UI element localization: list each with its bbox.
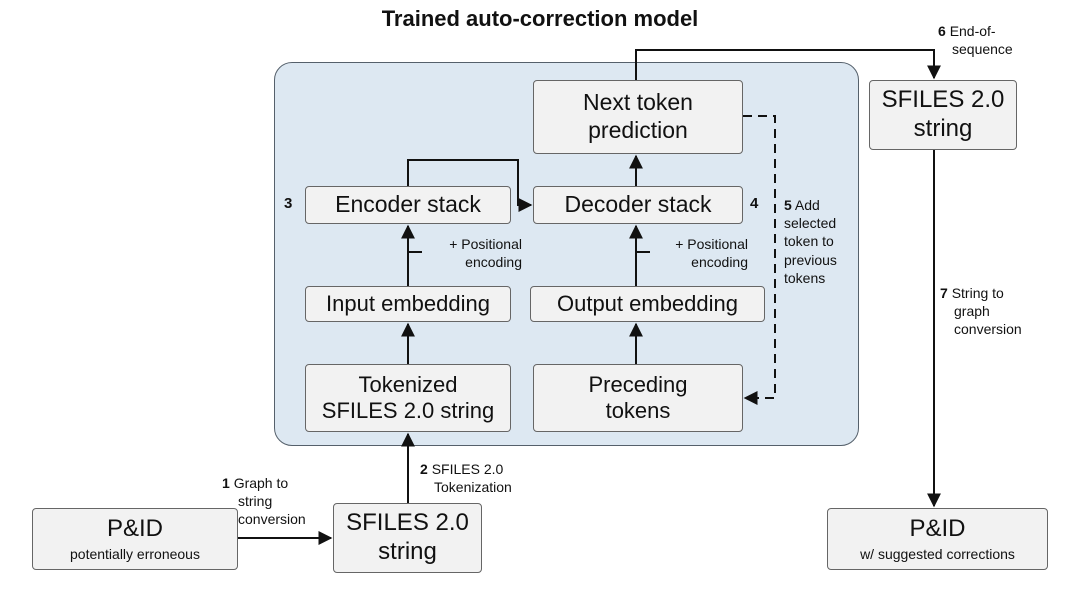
pid-erroneous-box: P&ID potentially erroneous <box>32 508 238 570</box>
sfiles-bottom-line1: SFILES 2.0 <box>346 509 469 537</box>
preceding-line1: Preceding <box>588 371 688 397</box>
sfiles-bottom-line2: string <box>378 538 437 565</box>
decoder-stack-box: Decoder stack <box>533 186 743 224</box>
step-6-label: 6 End-of- sequence <box>938 22 1013 58</box>
output-embedding-label: Output embedding <box>556 290 739 316</box>
positional-encoding-encoder-label: + Positional encoding <box>426 235 522 271</box>
preceding-line2: tokens <box>605 398 671 423</box>
step-5-label: 5 Add selected token to previous tokens <box>784 196 837 287</box>
step-5-line3: token to <box>784 233 834 250</box>
step-4-number: 4 <box>750 195 759 212</box>
pid-corrected-box: P&ID w/ suggested corrections <box>827 508 1048 570</box>
preceding-tokens-box: Preceding tokens <box>533 364 743 432</box>
positional-decoder-line2: encoding <box>691 254 748 271</box>
sfiles-top-line2: string <box>913 115 973 142</box>
positional-encoding-decoder-label: + Positional encoding <box>652 235 748 271</box>
tokenized-line2: SFILES 2.0 string <box>321 398 495 423</box>
step-7-number: 7 <box>940 285 948 301</box>
input-embedding-label: Input embedding <box>326 290 490 316</box>
pid-left-sub: potentially erroneous <box>70 546 200 562</box>
pid-left-main: P&ID <box>106 515 163 543</box>
step-6-line1: End-of- <box>949 23 996 39</box>
positional-encoder-line2: encoding <box>465 254 522 271</box>
next-token-line2: prediction <box>588 117 688 143</box>
input-embedding-box: Input embedding <box>305 286 511 322</box>
arrow-feedback-selected-token <box>743 115 776 405</box>
step-5-line4: previous <box>784 251 837 268</box>
pid-right-main: P&ID <box>909 515 966 543</box>
positional-decoder-line1: + Positional <box>675 236 748 252</box>
step-1-label: 1 Graph to string conversion <box>222 474 306 529</box>
output-embedding-box: Output embedding <box>530 286 765 322</box>
step-5-line1: Add <box>794 197 820 213</box>
encoder-stack-box: Encoder stack <box>305 186 511 224</box>
tokenized-line1: Tokenized <box>358 371 458 397</box>
step-2-number: 2 <box>420 461 428 477</box>
sfiles-string-output-box: SFILES 2.0 string <box>869 80 1017 150</box>
sfiles-string-input-box: SFILES 2.0 string <box>333 503 482 573</box>
step-1-line3: conversion <box>238 511 306 528</box>
step-5-number: 5 <box>784 197 792 213</box>
tokenized-sfiles-box: Tokenized SFILES 2.0 string <box>305 364 511 432</box>
next-token-prediction-box: Next token prediction <box>533 80 743 154</box>
positional-encoder-line1: + Positional <box>449 236 522 252</box>
step-2-line1: SFILES 2.0 <box>431 461 504 477</box>
arrow-next-token-to-sfiles-output <box>635 49 941 80</box>
next-token-line1: Next token <box>583 89 693 116</box>
step-2-line2: Tokenization <box>434 479 512 496</box>
pid-right-sub: w/ suggested corrections <box>860 546 1015 562</box>
step-1-line2: string <box>238 493 273 510</box>
encoder-stack-label: Encoder stack <box>335 191 481 218</box>
step-5-line2: selected <box>784 215 837 232</box>
arrow-encoder-to-decoder <box>407 159 533 212</box>
step-2-label: 2 SFILES 2.0 Tokenization <box>420 460 512 496</box>
step-5-line5: tokens <box>784 269 826 286</box>
step-3-number: 3 <box>284 195 293 212</box>
step-7-line2: graph <box>954 303 990 320</box>
step-1-number: 1 <box>222 475 230 491</box>
step-6-line2: sequence <box>952 41 1013 58</box>
decoder-stack-label: Decoder stack <box>564 191 712 218</box>
step-7-label: 7 String to graph conversion <box>940 284 1022 339</box>
diagram-title: Trained auto-correction model <box>381 6 699 31</box>
sfiles-top-line1: SFILES 2.0 <box>881 86 1005 114</box>
step-6-number: 6 <box>938 23 946 39</box>
step-7-line3: conversion <box>954 321 1022 338</box>
step-1-line1: Graph to <box>233 475 289 491</box>
step-7-line1: String to <box>951 285 1004 301</box>
